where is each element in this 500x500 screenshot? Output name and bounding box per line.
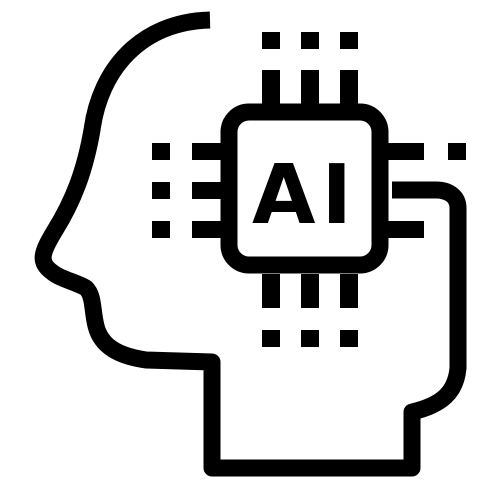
chip-label: AI <box>252 148 358 243</box>
chip-body <box>220 103 389 274</box>
chip-bottom-pins <box>262 274 358 347</box>
chip-right-pins <box>388 143 466 238</box>
chip-left-pins <box>152 143 228 238</box>
chip-top-pins <box>262 32 358 104</box>
head-profile-outline <box>34 11 467 477</box>
